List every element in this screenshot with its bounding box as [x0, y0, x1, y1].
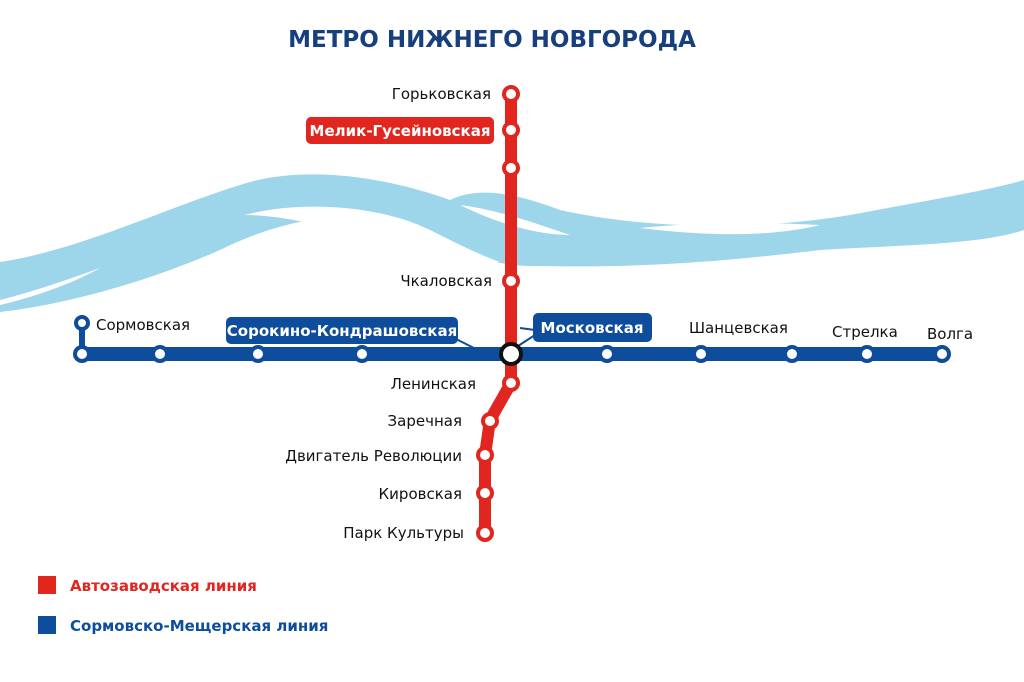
label-box-moskovskaya	[533, 313, 652, 342]
station[interactable]	[783, 345, 801, 363]
station-label: Ленинская	[391, 375, 476, 393]
station[interactable]	[151, 345, 169, 363]
station-label: Стрелка	[832, 323, 898, 341]
label-box-sorokino	[226, 317, 458, 344]
map-title: МЕТРО НИЖНЕГО НОВГОРОДА	[288, 27, 696, 53]
station-shantsevskaya[interactable]	[692, 345, 710, 363]
station-kirovskaya[interactable]	[476, 484, 494, 502]
legend: Автозаводская линия Сормовско-Мещерская …	[38, 576, 328, 635]
legend-swatch-blue	[38, 616, 56, 634]
station[interactable]	[502, 159, 520, 177]
station-label: Волга	[927, 325, 973, 343]
station-label: Парк Культуры	[343, 524, 464, 542]
station-park-kultury[interactable]	[476, 524, 494, 542]
station-strelka[interactable]	[858, 345, 876, 363]
station[interactable]	[598, 345, 616, 363]
station-sormovskaya-spur[interactable]	[74, 315, 90, 331]
station-label: Кировская	[379, 485, 462, 503]
station-sormovskaya[interactable]	[73, 345, 91, 363]
station-label: Сормовская	[96, 316, 190, 334]
legend-label-blue: Сормовско-Мещерская линия	[70, 617, 328, 635]
station-label: Мелик-Гусейновская	[310, 122, 491, 140]
station-volga[interactable]	[933, 345, 951, 363]
station-dvigatel-revolyutsii[interactable]	[476, 446, 494, 464]
red-line	[479, 94, 517, 533]
station-label: Горьковская	[392, 85, 491, 103]
label-box-melik	[306, 117, 494, 144]
station[interactable]	[249, 345, 267, 363]
station[interactable]	[353, 345, 371, 363]
station-label: Московская	[541, 319, 644, 337]
station-label: Сорокино-Кондрашовская	[227, 322, 457, 340]
legend-swatch-red	[38, 576, 56, 594]
station-leninskaya[interactable]	[502, 374, 520, 392]
station-melik-guseynovskaya[interactable]	[502, 121, 520, 139]
blue-stations	[73, 315, 951, 363]
station-chkalovskaya[interactable]	[502, 272, 520, 290]
red-stations	[476, 85, 520, 542]
station-label: Заречная	[388, 412, 462, 430]
station-label: Чкаловская	[400, 272, 492, 290]
station-label: Двигатель Революции	[285, 447, 462, 465]
station-label: Шанцевская	[689, 319, 788, 337]
transfer-station-moskovskaya[interactable]	[499, 342, 523, 366]
station-zarechnaya[interactable]	[481, 412, 499, 430]
station-gorkovskaya[interactable]	[502, 85, 520, 103]
legend-label-red: Автозаводская линия	[70, 577, 257, 595]
